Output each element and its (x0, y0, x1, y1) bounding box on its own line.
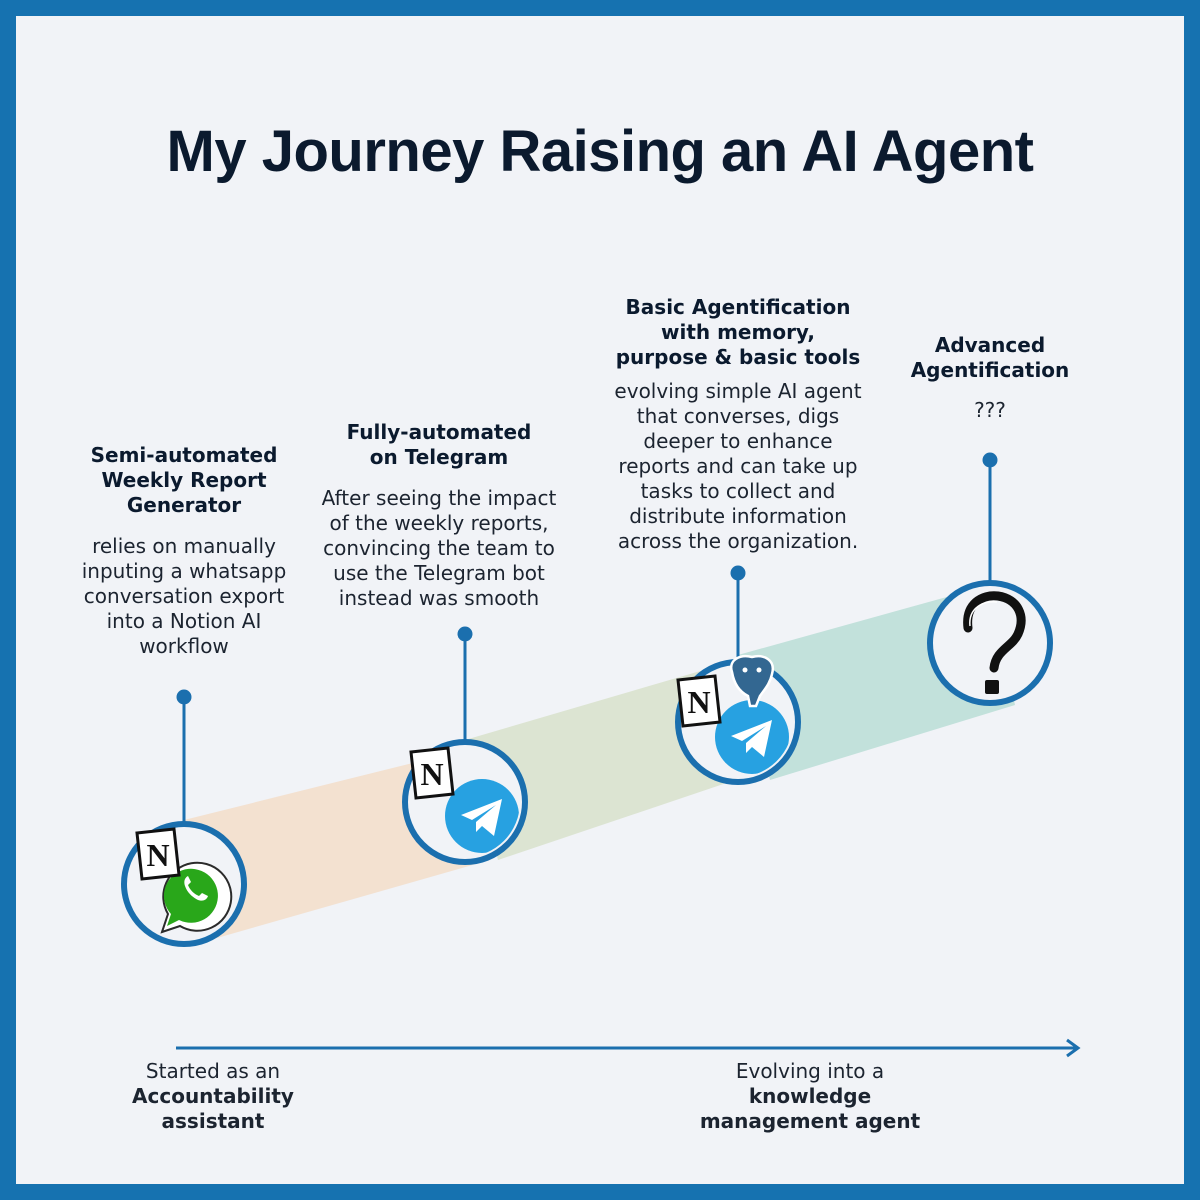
connector-3 (730, 565, 746, 660)
node-stage-1: N (121, 821, 247, 947)
connector-2 (457, 626, 473, 740)
axis-start-bold: Accountability assistant (132, 1084, 294, 1133)
node-stage-4 (927, 580, 1053, 706)
svg-text:N: N (687, 684, 710, 720)
stage-1-description: relies on manually inputing a whatsapp c… (81, 534, 287, 658)
stage-1-text: Semi-automated Weekly Report Generator r… (64, 443, 304, 659)
stage-1-heading: Semi-automated Weekly Report Generator (90, 443, 278, 517)
node-stage-2: N (402, 739, 528, 865)
stage-2-text: Fully-automated on Telegram After seeing… (310, 420, 568, 611)
axis-end-text: Evolving into a (735, 1059, 885, 1083)
postgresql-icon (729, 655, 775, 708)
connector-4 (982, 452, 998, 581)
svg-text:N: N (146, 837, 169, 873)
page-title: My Journey Raising an AI Agent (166, 119, 1034, 184)
stage-2-heading: Fully-automated on Telegram (346, 420, 532, 469)
node-stage-3: N (675, 655, 801, 785)
axis-start-text: Started as an (145, 1059, 281, 1083)
stage-4-text: Advanced Agentification ??? (880, 333, 1100, 423)
notion-icon: N (676, 674, 722, 728)
stage-4-heading: Advanced Agentification (910, 333, 1070, 382)
notion-icon: N (135, 827, 181, 881)
stage-2-description: After seeing the impact of the weekly re… (321, 486, 557, 610)
telegram-icon (715, 700, 789, 774)
axis-end-bold: knowledge management agent (699, 1084, 921, 1133)
stage-4-description: ??? (974, 398, 1006, 422)
connector-1 (176, 689, 192, 822)
notion-icon: N (409, 746, 455, 800)
stage-3-description: evolving simple AI agent that converses,… (614, 379, 862, 553)
stage-3-heading: Basic Agentification with memory, purpos… (615, 295, 861, 369)
axis-start-label: Started as an Accountability assistant (108, 1059, 318, 1134)
axis-end-label: Evolving into a knowledge management age… (690, 1059, 930, 1134)
telegram-icon (445, 779, 519, 853)
timeline-axis-arrow (176, 1038, 1081, 1058)
svg-text:N: N (420, 756, 443, 792)
stage-3-text: Basic Agentification with memory, purpos… (598, 295, 878, 554)
question-mark-icon (963, 591, 1026, 694)
whatsapp-icon (160, 861, 233, 934)
